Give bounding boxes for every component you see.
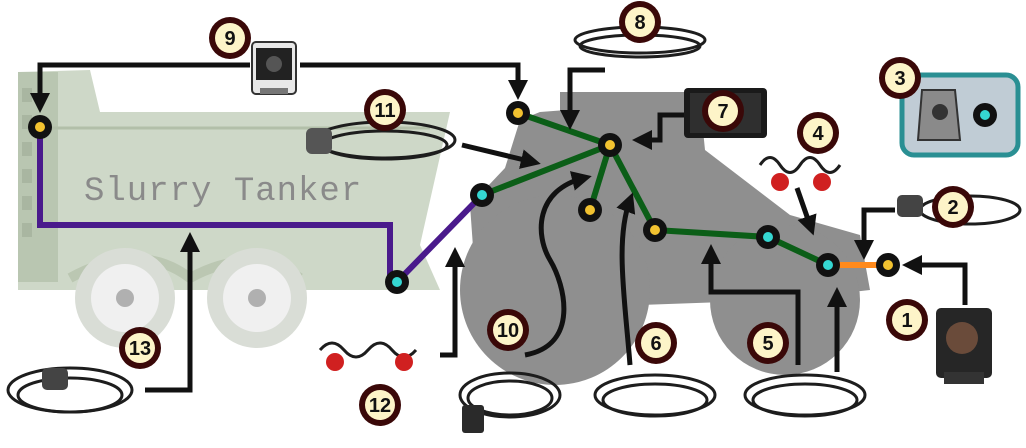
callout-number: 13 bbox=[129, 338, 151, 360]
callout-badge-2: 2 bbox=[932, 186, 974, 228]
connector-node-cyan bbox=[756, 225, 780, 249]
callout-number: 7 bbox=[717, 101, 728, 123]
camera-image-9 bbox=[251, 41, 297, 95]
connector-node-yellow bbox=[28, 115, 52, 139]
connector-node-cyan bbox=[973, 103, 997, 127]
callout-badge-6: 6 bbox=[635, 322, 677, 364]
callout-badge-8: 8 bbox=[619, 1, 661, 43]
callout-number: 5 bbox=[762, 333, 773, 355]
connector-node-yellow bbox=[506, 101, 530, 125]
callout-arrows bbox=[30, 62, 968, 393]
connector-plugs bbox=[42, 128, 923, 433]
callout-number: 9 bbox=[224, 28, 235, 50]
callout-number: 2 bbox=[947, 197, 958, 219]
connector-node-yellow bbox=[643, 218, 667, 242]
callout-badge-3: 3 bbox=[879, 57, 921, 99]
callout-number: 11 bbox=[374, 100, 395, 122]
connector-node-cyan bbox=[816, 253, 840, 277]
callout-number: 12 bbox=[369, 395, 391, 417]
inset-bracket-3 bbox=[899, 72, 1021, 158]
callout-badge-7: 7 bbox=[702, 90, 744, 132]
connector-node-yellow bbox=[876, 253, 900, 277]
callout-badge-13: 13 bbox=[119, 327, 161, 369]
callout-number: 1 bbox=[901, 310, 912, 332]
callout-number: 10 bbox=[497, 320, 519, 342]
callout-badge-4: 4 bbox=[797, 112, 839, 154]
callout-badge-11: 11 bbox=[364, 89, 406, 131]
callout-badge-9: 9 bbox=[209, 17, 251, 59]
connector-node-yellow bbox=[598, 133, 622, 157]
tanker-label: Slurry Tanker bbox=[84, 173, 362, 211]
connector-nodes bbox=[28, 101, 997, 294]
camera-image-1 bbox=[936, 308, 992, 384]
connector-node-yellow bbox=[578, 198, 602, 222]
callout-badge-1: 1 bbox=[886, 299, 928, 341]
callout-number: 8 bbox=[634, 12, 645, 34]
callout-badge-5: 5 bbox=[747, 322, 789, 364]
callout-badge-10: 10 bbox=[487, 309, 529, 351]
connector-node-cyan bbox=[385, 270, 409, 294]
purple-harness bbox=[37, 128, 485, 285]
callout-number: 6 bbox=[650, 333, 661, 355]
callout-badge-12: 12 bbox=[359, 384, 401, 426]
connector-node-cyan bbox=[470, 183, 494, 207]
callout-number: 3 bbox=[894, 68, 905, 90]
callout-number: 4 bbox=[812, 123, 824, 145]
